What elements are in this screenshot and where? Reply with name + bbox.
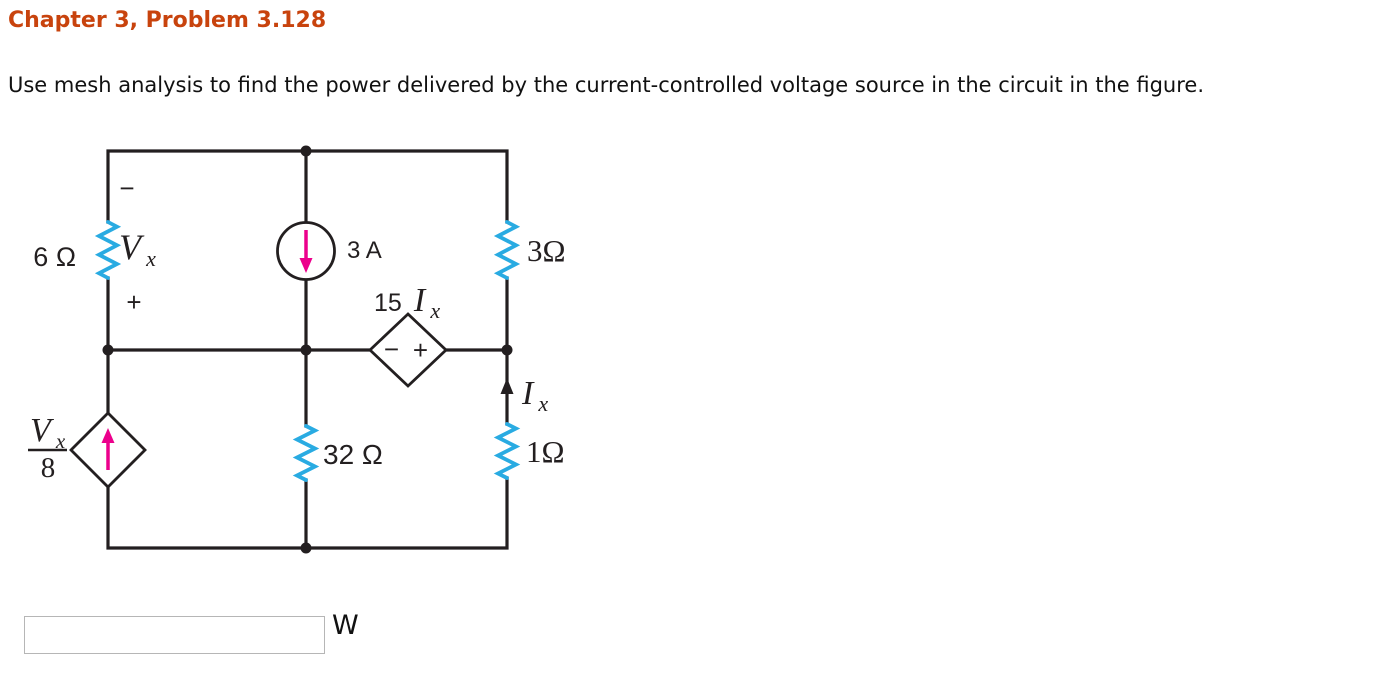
junction-dots [102, 145, 513, 554]
cccs-vx-over-8 [69, 411, 147, 489]
circuit-diagram: − + 15 I x V x 8 [28, 145, 566, 554]
ccvs-label-15Ix: 15 I x [374, 282, 440, 323]
resistor-6ohm-zigzag [94, 220, 122, 280]
ccvs-plus-sign: + [413, 335, 428, 365]
resistor-3ohm-zigzag [493, 220, 521, 280]
vx-minus-sign: − [119, 173, 134, 203]
vx-label: V x [119, 227, 156, 271]
source-3A-label: 3 A [347, 237, 382, 264]
cccs-arrowhead-up [101, 428, 115, 443]
ix-label: I x [521, 375, 548, 416]
resistor-6ohm-label: 6 Ω [33, 242, 76, 272]
resistor-1ohm-label: 1Ω [526, 434, 565, 469]
svg-text:V x: V x [30, 412, 66, 453]
ccvs-minus-sign: − [384, 334, 399, 364]
answer-input[interactable] [24, 616, 325, 654]
problem-instruction: Use mesh analysis to find the power deli… [8, 73, 1205, 97]
resistor-1ohm-zigzag [493, 422, 521, 480]
resistor-3ohm-label: 3Ω [527, 233, 566, 268]
current-arrowhead-down [299, 258, 313, 273]
resistor-32ohm-zigzag [292, 424, 320, 482]
vx-plus-sign: + [126, 287, 141, 317]
answer-unit-label: W [332, 610, 359, 641]
cccs-fraction-label: V x 8 [28, 412, 67, 484]
svg-text:8: 8 [41, 452, 56, 484]
ccvs-15Ix: − + [367, 312, 449, 388]
problem-title: Chapter 3, Problem 3.128 [8, 8, 327, 33]
current-source-3A [276, 221, 336, 281]
resistor-32ohm-label: 32 Ω [323, 439, 383, 470]
ix-current-arrowhead [500, 378, 514, 394]
